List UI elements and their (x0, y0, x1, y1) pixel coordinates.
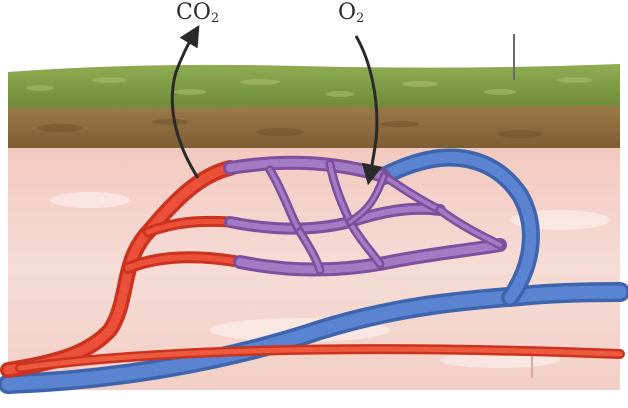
o2-label: O2 (338, 2, 364, 25)
co2-label-subscript: 2 (211, 11, 219, 26)
o2-label-base: O (338, 0, 356, 25)
grass-layer (8, 64, 620, 110)
o2-label-subscript: 2 (356, 11, 364, 26)
co2-label: CO2 (176, 2, 219, 25)
soil-layer (8, 106, 620, 150)
co2-label-base: CO (176, 0, 211, 25)
